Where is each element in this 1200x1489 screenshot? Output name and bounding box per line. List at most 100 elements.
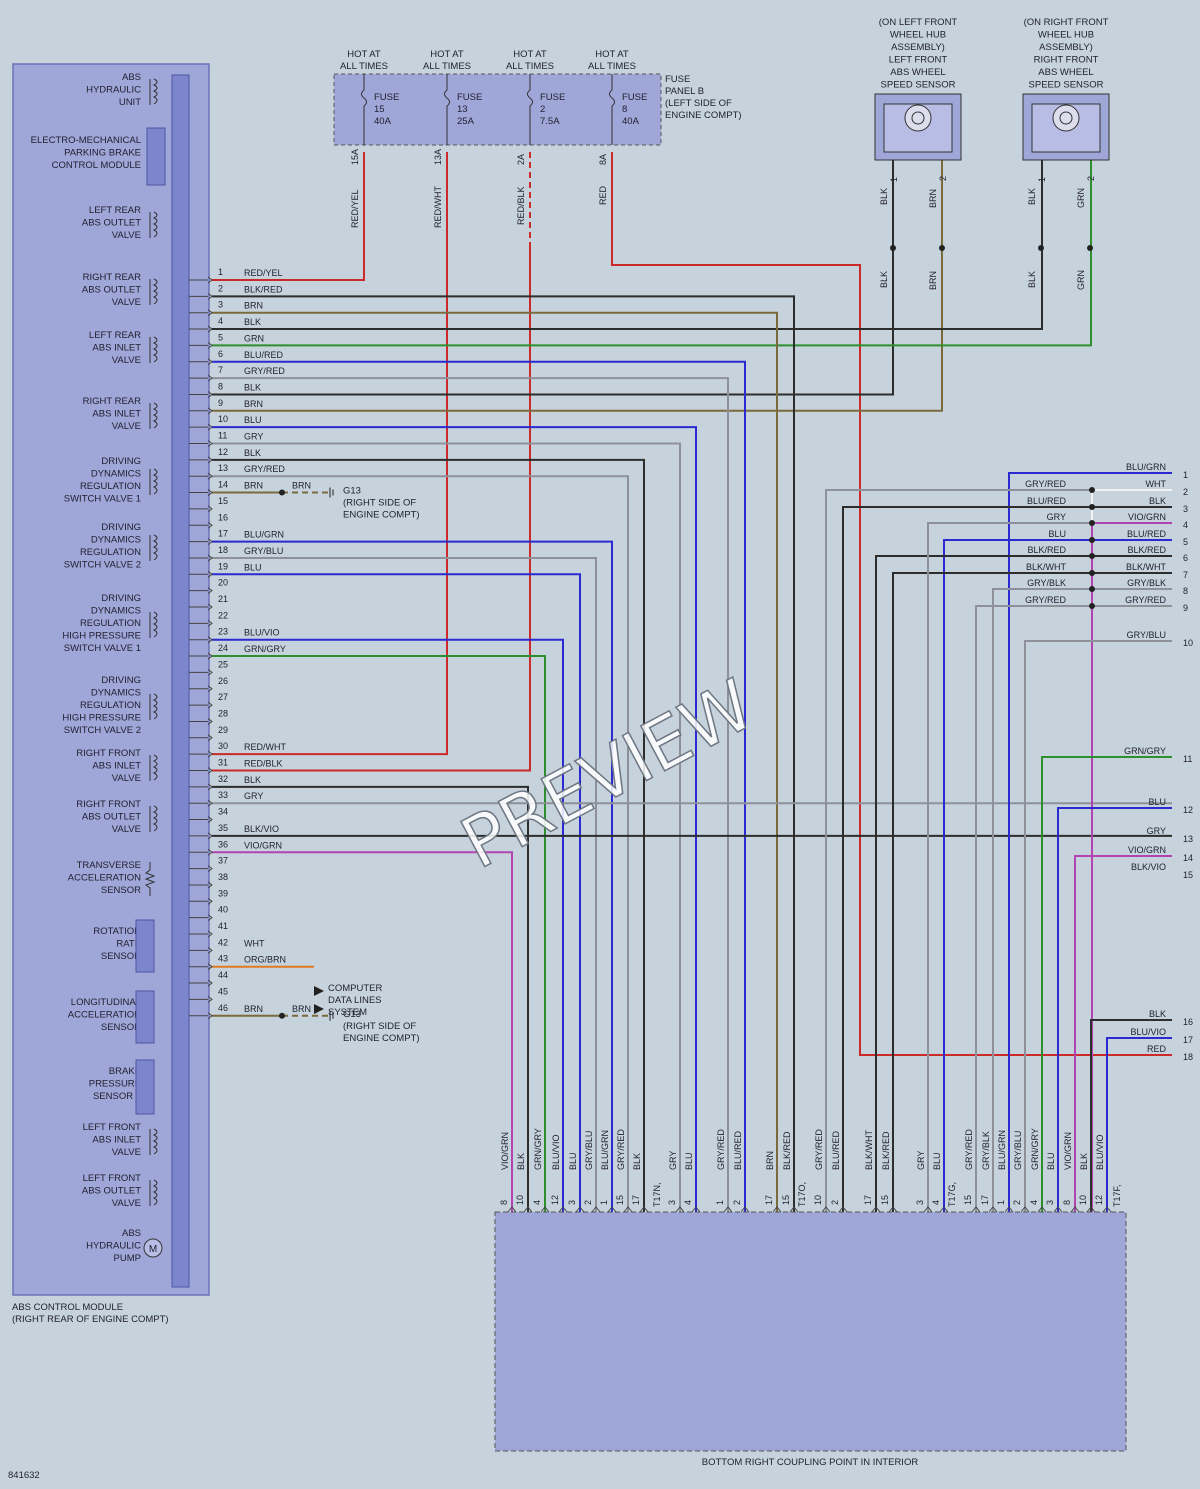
wire-red-wht xyxy=(212,152,448,756)
sensor-label: RIGHT FRONT xyxy=(1034,55,1099,66)
coupling-wire-label: BLU/VIO xyxy=(551,1134,561,1170)
component-label-right-rear-abs-outlet-valve: RIGHT REAR xyxy=(83,272,142,283)
abs-pin-36: 36 xyxy=(218,839,228,849)
fuse-hot-label: HOT AT xyxy=(347,49,381,60)
coupling-wire-label: GRY/RED xyxy=(616,1129,626,1170)
wire-right-conn xyxy=(975,605,1172,1212)
abs-module-label-1: ABS CONTROL MODULE xyxy=(12,1302,123,1313)
ground-location: ENGINE COMPT) xyxy=(343,510,420,521)
component-label-electro-mechanical-parking-brake-control-module: PARKING BRAKE xyxy=(64,148,141,159)
coupling-label: BOTTOM RIGHT COUPLING POINT IN INTERIOR xyxy=(702,1457,919,1468)
coupling-terminal xyxy=(772,1206,782,1213)
splice-dot xyxy=(1038,245,1044,251)
wire-sensor xyxy=(212,160,894,396)
figure-id: 841632 xyxy=(8,1470,40,1481)
fuse-panel-label-1: FUSE xyxy=(665,74,690,85)
coupling-pin-number: 17 xyxy=(631,1195,641,1205)
abs-pin-38: 38 xyxy=(218,872,228,882)
abs-pin-terminal xyxy=(189,848,213,856)
splice-dot xyxy=(1087,245,1093,251)
abs-pin-27: 27 xyxy=(218,692,228,702)
sensor-wire-label: BLK xyxy=(1027,188,1037,205)
abs-pin-11: 11 xyxy=(218,431,227,441)
coupling-wire-label: BLU/GRN xyxy=(997,1130,1007,1170)
wire-red-blk xyxy=(212,248,531,772)
sensor-wire-label: BRN xyxy=(928,189,938,208)
coupling-wire-label: GRY/RED xyxy=(716,1129,726,1170)
abs-pin-wire-17: BLU/GRN xyxy=(244,530,284,540)
fuse-wire-label: RED/WHT xyxy=(433,186,443,228)
splice-dot xyxy=(1089,586,1095,592)
coupling-terminal xyxy=(1053,1206,1063,1213)
abs-pin-terminal xyxy=(189,538,213,545)
coupling-terminal xyxy=(540,1206,550,1213)
abs-pin-terminal xyxy=(189,456,213,464)
component-label-rotation-rate-sensor: RATE xyxy=(116,939,141,950)
right-conn-wire: BLK/VIO xyxy=(1131,862,1166,872)
component-label-electro-mechanical-parking-brake-control-module: CONTROL MODULE xyxy=(52,160,141,171)
abs-pin-terminal xyxy=(189,701,213,709)
coupling-wire-label: BLU xyxy=(568,1152,578,1170)
abs-pin-41: 41 xyxy=(218,921,228,931)
coupling-terminal xyxy=(623,1206,633,1213)
abs-pin-wire-19: BLU xyxy=(244,562,262,572)
wire-to-coupling xyxy=(212,851,513,1212)
wire-red xyxy=(611,152,1172,1056)
component-label-driving-dynamics-regulation-high-pressure-switch-valve-1: DRIVING xyxy=(101,593,141,604)
coupling-terminal xyxy=(838,1206,848,1213)
abs-pin-terminal xyxy=(189,996,213,1003)
coupling-terminal xyxy=(1020,1206,1030,1213)
sensor-label: (ON LEFT FRONT xyxy=(879,17,958,28)
abs-pin-wire-33: GRY xyxy=(244,791,263,801)
wire-gry-left xyxy=(927,522,1092,1212)
ground-location: (RIGHT SIDE OF xyxy=(343,1021,416,1032)
wire-red-yel xyxy=(212,152,365,281)
coupling-terminal xyxy=(971,1206,981,1213)
abs-pin-8: 8 xyxy=(218,381,223,391)
abs-pin-32: 32 xyxy=(218,774,228,784)
right-conn-left-wire: GRY/RED xyxy=(1025,595,1066,605)
abs-pin-terminal xyxy=(189,440,213,447)
coupling-wire-label: BLU xyxy=(1046,1152,1056,1170)
fuse-terminal: 15A xyxy=(350,149,360,165)
wire-right-conn xyxy=(1041,756,1172,1212)
component-label-abs-hydraulic-pump: ABS xyxy=(122,1228,141,1239)
abs-pin-39: 39 xyxy=(218,888,228,898)
abs-pin-terminal xyxy=(189,767,213,774)
abs-pin-terminal xyxy=(189,374,213,382)
abs-pin-terminal xyxy=(189,423,213,431)
fuse-name: FUSE xyxy=(457,92,482,103)
fuse-name: FUSE xyxy=(622,92,647,103)
abs-pin-3: 3 xyxy=(218,300,223,310)
right-conn-pin-15: 15 xyxy=(1183,870,1193,880)
abs-pin-wire-36: VIO/GRN xyxy=(244,840,282,850)
wire-sensor xyxy=(212,160,1092,347)
component-box-brake-pressure-sensor-1 xyxy=(135,1059,155,1115)
abs-pin-29: 29 xyxy=(218,725,228,735)
coil-symbol xyxy=(149,211,158,238)
coupling-pin-number: 4 xyxy=(683,1200,693,1205)
coupling-terminal xyxy=(1070,1206,1080,1213)
coupling-pin-number: 3 xyxy=(1045,1200,1055,1205)
component-label-driving-dynamics-regulation-switch-valve-1: SWITCH VALVE 1 xyxy=(64,494,141,505)
component-box-longitudinal-acceleration-sensor xyxy=(135,990,155,1044)
coupling-pin-number: 10 xyxy=(813,1195,823,1205)
abs-pin-terminal xyxy=(189,963,213,971)
fuse-hot-label: ALL TIMES xyxy=(588,61,636,72)
sensor-wire-label: BRN xyxy=(928,271,938,290)
fuse-number: 13 xyxy=(457,104,468,115)
right-conn-wire: GRY xyxy=(1147,826,1166,836)
coupling-wire-label: GRY xyxy=(916,1151,926,1170)
component-label-transverse-acceleration-sensor: TRANSVERSE xyxy=(77,860,141,871)
component-label-driving-dynamics-regulation-switch-valve-2: DYNAMICS xyxy=(91,535,141,546)
right-conn-left-wire: BLK/WHT xyxy=(1026,562,1067,572)
component-label-left-front-abs-outlet-valve: VALVE xyxy=(112,1198,141,1209)
abs-pin-45: 45 xyxy=(218,986,228,996)
coupling-terminal xyxy=(507,1206,517,1213)
coupling-wire-label: BLK xyxy=(516,1153,526,1170)
coil-symbol xyxy=(149,754,158,781)
ground-wire-label: BRN xyxy=(292,1004,311,1014)
component-label-brake-pressure-sensor-1: BRAKE xyxy=(109,1066,141,1077)
wire-to-coupling xyxy=(212,377,729,1212)
